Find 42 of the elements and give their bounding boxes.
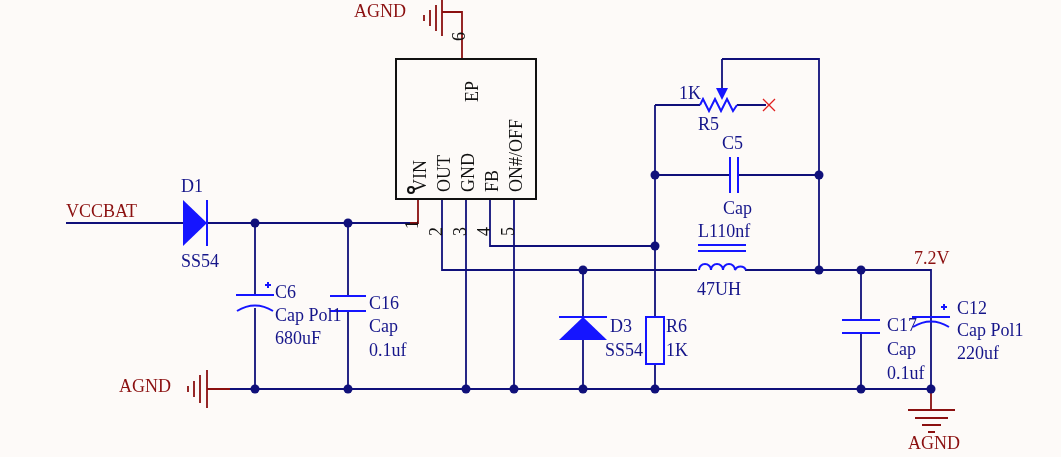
component-label: R6 [666, 317, 687, 335]
component-label: D1 [181, 177, 203, 195]
component-label: C6 [275, 283, 296, 301]
component-label: Cap [369, 317, 398, 335]
pin-name: GND [459, 153, 477, 192]
component-label: C12 [957, 299, 987, 317]
net-label: VCCBAT [66, 202, 137, 220]
pin-name: FB [483, 169, 501, 192]
pin-number: 5 [499, 227, 517, 236]
component-label: C17 [887, 316, 917, 334]
net-label: AGND [908, 434, 960, 452]
component-label: R5 [698, 115, 719, 133]
pin-name: VIN [411, 160, 429, 192]
component-label: 1K [666, 341, 688, 359]
component-label: L110nf [698, 222, 751, 240]
pin-name: EP [463, 81, 481, 102]
pin-number: 6 [450, 32, 468, 41]
component-label: SS54 [605, 341, 644, 359]
pin-number: 4 [475, 227, 493, 236]
component-label: 47UH [697, 280, 741, 298]
pin-name: ON#/OFF [507, 118, 525, 192]
component-label: C5 [722, 134, 743, 152]
ic-package-box [395, 58, 537, 200]
net-label: 7.2V [914, 249, 950, 267]
pin-number: 3 [451, 227, 469, 236]
net-label: AGND [354, 2, 406, 20]
component-label: C16 [369, 294, 399, 312]
pin-name: OUT [435, 155, 453, 192]
component-label: 1K [679, 84, 701, 102]
pin-number: 2 [427, 227, 445, 236]
component-label: D3 [610, 317, 632, 335]
net-label: AGND [119, 377, 171, 395]
component-label: Cap [723, 199, 752, 217]
component-label: Cap Pol1 [275, 306, 342, 324]
component-label: SS54 [181, 252, 220, 270]
component-label: Cap [887, 340, 916, 358]
component-label: 0.1uf [887, 364, 925, 382]
component-label: 220uf [957, 344, 999, 362]
component-label: 680uF [275, 329, 321, 347]
component-label: Cap Pol1 [957, 321, 1024, 339]
pin-number: 1 [403, 220, 421, 229]
component-label: 0.1uf [369, 341, 407, 359]
